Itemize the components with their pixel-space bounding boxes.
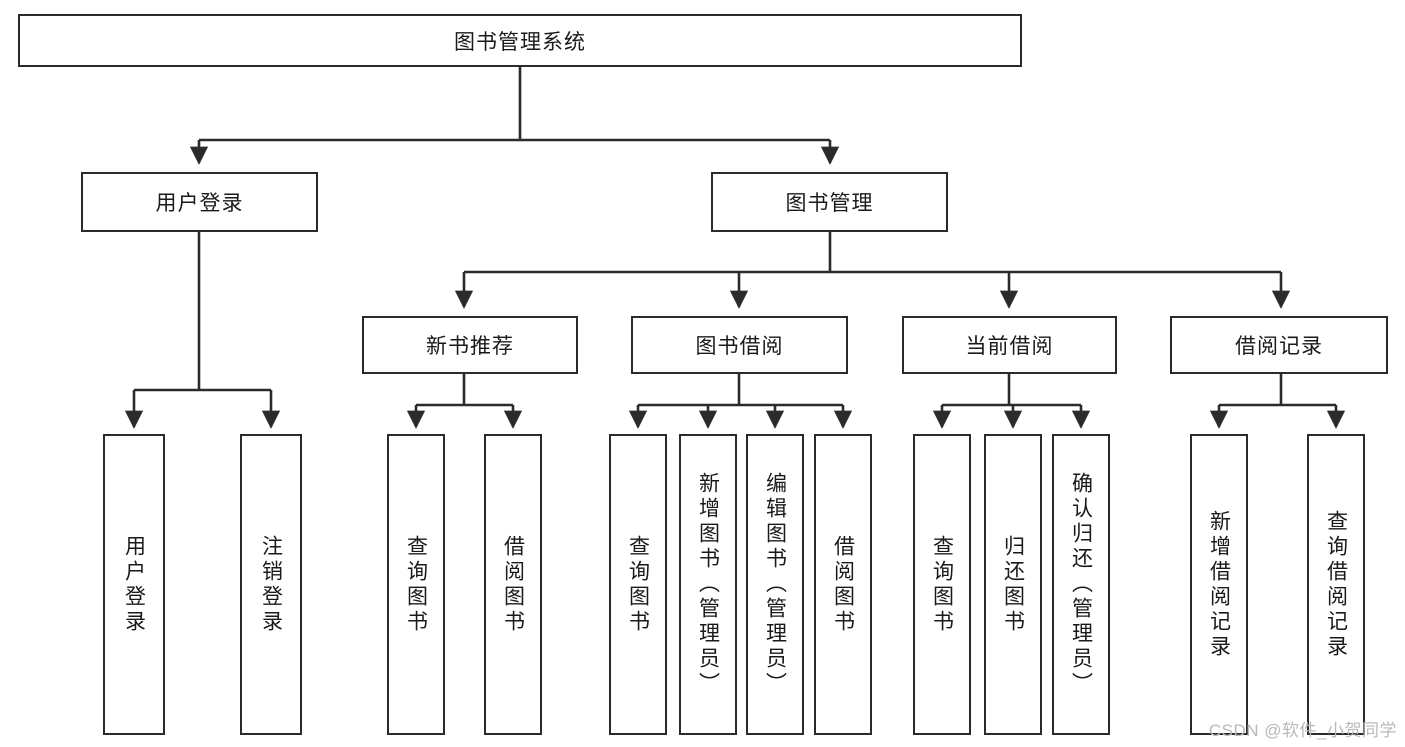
node-label: 图书管理系统: [454, 30, 586, 54]
node-leaf-confirm-return[interactable]: 确认归还（管理员）: [1052, 434, 1110, 735]
node-label: 新书推荐: [426, 335, 514, 358]
node-root[interactable]: 图书管理系统: [18, 14, 1022, 67]
node-label: 图书借阅: [695, 335, 784, 358]
node-label: 新增图书（管理员）: [696, 472, 720, 697]
node-leaf-return-book[interactable]: 归还图书: [984, 434, 1042, 735]
node-label: 归还图书: [1001, 534, 1025, 635]
node-leaf-logout[interactable]: 注销登录: [240, 434, 302, 735]
node-leaf-user-login[interactable]: 用户登录: [103, 434, 165, 735]
node-label: 借阅记录: [1235, 335, 1323, 358]
node-leaf-query-book-1[interactable]: 查询图书: [387, 434, 445, 735]
node-label: 新增借阅记录: [1207, 509, 1231, 660]
node-label: 确认归还（管理员）: [1069, 472, 1093, 697]
node-user-login[interactable]: 用户登录: [81, 172, 318, 232]
node-label: 查询图书: [404, 534, 428, 635]
node-label: 图书管理: [785, 192, 874, 215]
node-label: 查询借阅记录: [1324, 509, 1348, 660]
node-book-borrow[interactable]: 图书借阅: [631, 316, 848, 374]
node-label: 注销登录: [259, 534, 283, 635]
node-leaf-query-book-3[interactable]: 查询图书: [913, 434, 971, 735]
node-label: 当前借阅: [965, 335, 1054, 358]
node-book-manage[interactable]: 图书管理: [711, 172, 948, 232]
node-label: 查询图书: [626, 534, 650, 635]
node-label: 借阅图书: [501, 534, 525, 635]
node-borrow-record[interactable]: 借阅记录: [1170, 316, 1388, 374]
node-current-borrow[interactable]: 当前借阅: [902, 316, 1117, 374]
node-label: 借阅图书: [831, 534, 855, 635]
node-leaf-borrow-book-1[interactable]: 借阅图书: [484, 434, 542, 735]
node-label: 用户登录: [155, 192, 244, 215]
node-label: 用户登录: [122, 534, 146, 635]
node-leaf-query-book-2[interactable]: 查询图书: [609, 434, 667, 735]
node-new-book-recommend[interactable]: 新书推荐: [362, 316, 578, 374]
node-label: 查询图书: [930, 534, 954, 635]
node-leaf-borrow-book-2[interactable]: 借阅图书: [814, 434, 872, 735]
node-leaf-add-book[interactable]: 新增图书（管理员）: [679, 434, 737, 735]
node-leaf-add-record[interactable]: 新增借阅记录: [1190, 434, 1248, 735]
node-leaf-query-record[interactable]: 查询借阅记录: [1307, 434, 1365, 735]
node-label: 编辑图书（管理员）: [763, 472, 787, 697]
node-leaf-edit-book[interactable]: 编辑图书（管理员）: [746, 434, 804, 735]
csdn-watermark: CSDN @软件_小贺同学: [1208, 721, 1397, 740]
